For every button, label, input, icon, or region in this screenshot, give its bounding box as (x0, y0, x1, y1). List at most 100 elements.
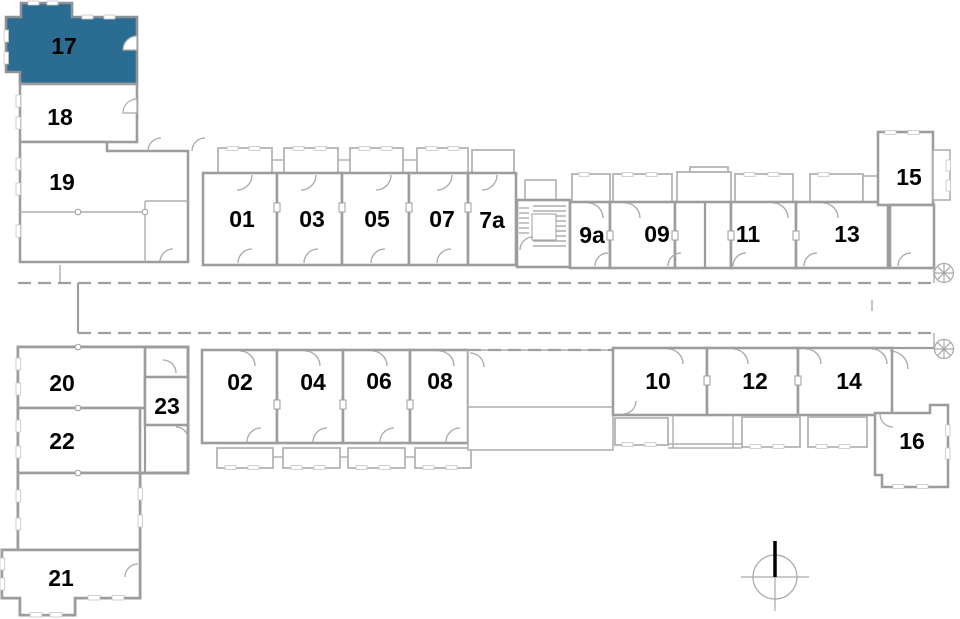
window-tick (0, 577, 5, 591)
door-swing (236, 174, 253, 191)
unit-23-room[interactable] (143, 375, 190, 427)
unit-13-label: 13 (834, 221, 860, 247)
unlabeled-room (16, 471, 142, 552)
window-tick (892, 484, 905, 489)
unit-18-room[interactable] (18, 82, 139, 144)
window-tick (425, 146, 438, 151)
window-tick (621, 442, 634, 447)
unit-21-room[interactable] (0, 548, 142, 617)
door-swing (667, 348, 684, 365)
window-tick (380, 146, 393, 151)
entry-hall (673, 200, 733, 270)
unit-22-room[interactable] (16, 406, 142, 475)
unit-02-label: 02 (227, 369, 253, 395)
window-tick (137, 514, 143, 528)
door-swing (303, 248, 319, 264)
balcony (283, 147, 339, 174)
bottom-left-block (0, 343, 190, 617)
unit-13-room[interactable] (794, 200, 890, 270)
unit-05-label: 05 (364, 206, 390, 232)
door-swing (162, 359, 177, 374)
unit-7a-room[interactable] (466, 171, 518, 267)
unit-16-room[interactable] (873, 403, 950, 489)
unit-11-label: 11 (736, 221, 761, 247)
window-tick (292, 146, 305, 151)
door-swing (239, 350, 256, 367)
column-marker (406, 399, 414, 410)
door-swing (879, 413, 894, 428)
window-tick (15, 182, 21, 196)
column-marker (792, 230, 800, 241)
window-tick (81, 14, 94, 20)
column-marker (273, 399, 281, 410)
balcony (416, 147, 469, 174)
window-tick (945, 424, 951, 437)
window-tick (884, 130, 897, 135)
window-tick (15, 94, 21, 108)
window-tick (916, 484, 929, 489)
window-tick (15, 157, 21, 171)
window-tick (815, 444, 828, 449)
unit-17-label: 17 (51, 33, 77, 59)
window-tick (103, 14, 116, 20)
door-swing (732, 348, 749, 365)
column-marker (273, 202, 281, 213)
unit-19-label: 19 (49, 169, 75, 195)
unit-06-label: 06 (366, 368, 392, 394)
balcony (734, 173, 794, 203)
door-swing (436, 248, 452, 264)
door-swing (871, 348, 888, 365)
balcony (216, 447, 274, 469)
unit-7a-label: 7a (479, 207, 505, 233)
door-swing (889, 350, 909, 370)
door-swing (772, 202, 789, 219)
window-tick (313, 465, 326, 470)
unit-15-label: 15 (896, 164, 922, 190)
unit-16-label: 16 (899, 428, 925, 454)
unit-03-room[interactable] (275, 171, 344, 267)
window-tick (644, 442, 657, 447)
window-tick (226, 146, 239, 151)
column-marker (671, 230, 679, 241)
unit-19-room[interactable] (18, 140, 190, 264)
window-tick (27, 0, 40, 6)
unit-06-room[interactable] (341, 348, 412, 445)
window-tick (358, 146, 371, 151)
unit-15-bay (932, 149, 951, 201)
door-swing (147, 137, 162, 152)
column-marker (74, 343, 82, 351)
unit-14-label: 14 (836, 368, 862, 394)
window-tick (447, 146, 460, 151)
unit-04-label: 04 (300, 369, 326, 395)
window-tick (46, 0, 59, 6)
hallway (888, 203, 936, 270)
door-notch (122, 35, 138, 51)
door-swing (587, 202, 604, 219)
window-tick (772, 444, 785, 449)
unit-15-room[interactable] (876, 130, 935, 207)
unit-07-room[interactable] (407, 171, 470, 267)
unit-20-room[interactable] (16, 345, 147, 410)
column-marker (727, 230, 735, 241)
window-tick (945, 447, 951, 460)
window-tick (29, 612, 43, 618)
balcony (614, 417, 669, 446)
top-right-row (568, 130, 951, 270)
unit-18-label: 18 (47, 104, 73, 130)
unit-02-room[interactable] (200, 348, 279, 445)
unit-08-room[interactable] (408, 348, 470, 445)
window-tick (355, 465, 368, 470)
unit-10-label: 10 (645, 368, 671, 394)
unit-labels: 17 18 19 01 03 05 07 7a 9a 09 11 13 15 2… (47, 33, 925, 591)
staircase (515, 179, 572, 269)
column-marker (74, 404, 82, 412)
balcony (347, 447, 406, 469)
unit-01-room[interactable] (201, 171, 279, 267)
column-marker (338, 202, 346, 213)
window-tick (907, 130, 920, 135)
balcony (676, 171, 732, 203)
unit-09-room[interactable] (608, 200, 677, 270)
door-swing (304, 350, 321, 367)
unit-04-room[interactable] (275, 348, 345, 445)
